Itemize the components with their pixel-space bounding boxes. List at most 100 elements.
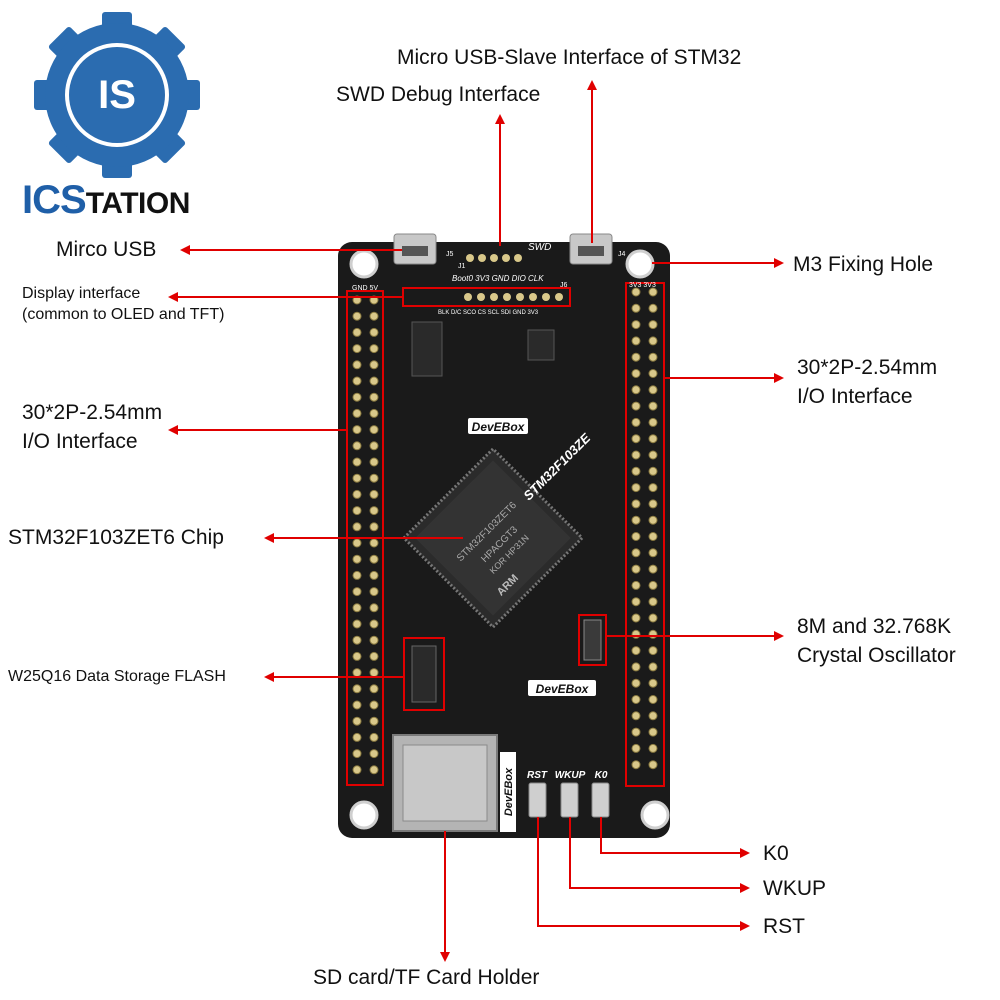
label-wkup: WKUP [763,877,826,900]
header-pin [631,580,641,590]
header-pin [352,360,362,370]
header-pin [369,716,379,726]
header-pin [369,327,379,337]
label-flash: W25Q16 Data Storage FLASH [8,668,226,685]
header-pin [631,646,641,656]
logo-emblem: IS [98,73,136,117]
header-pin [352,651,362,661]
header-pin [631,466,641,476]
header-pin [648,369,658,378]
label-io-left-line2: I/O Interface [22,430,138,453]
header-pin [648,417,658,427]
arrow-rst [537,817,750,931]
io-header-left [352,295,379,775]
header-pin [352,327,362,337]
header-pin [648,401,658,411]
logo-text-tation: TATION [85,187,191,220]
devebox-silk-2: DevEBox [536,682,590,696]
header-pin [631,532,641,541]
header-pin [648,646,658,656]
header-pin [369,749,379,759]
header-pin [631,287,641,297]
header-pin [631,678,641,688]
gnd-5v-silk: GND 5V [352,285,378,292]
header-pin [648,385,658,395]
header-pin [352,408,362,418]
header-pin [648,629,658,639]
label-mirco-usb: Mirco USB [56,238,157,261]
header-pin [369,392,379,402]
header-pin [631,336,641,346]
header-pin [631,711,641,721]
header-pin [631,401,641,411]
header-pin [352,603,362,613]
header-pin [648,711,658,721]
header-pin [352,538,362,548]
j5-silk: J5 [446,251,454,258]
header-pin [648,695,658,704]
header-pin [648,450,658,460]
label-io-left: 30*2P-2.54mm I/O Interface [22,398,162,456]
header-pin [648,580,658,590]
header-pin [369,441,379,451]
logo-text-ics: ICS [22,178,87,222]
header-pin [631,515,641,525]
header-pin [369,587,379,597]
header-pin [352,376,362,386]
header-pin [352,425,362,435]
header-pin [648,499,658,509]
header-pin [369,457,379,467]
header-pin [369,473,379,483]
logo-wordmark: ICSTATION [22,178,190,223]
header-pin [352,457,362,467]
header-pin [369,344,379,354]
header-pin [352,732,362,742]
header-pin [631,352,641,362]
mount-hole-icon [349,249,379,279]
header-pin [369,570,379,580]
header-pin [369,651,379,661]
header-pin [369,311,379,321]
header-pin [631,662,641,672]
header-pin [369,360,379,370]
header-pin [648,597,658,607]
header-pin [352,311,362,321]
callout-arrows [168,80,784,962]
label-crystal-line2: Crystal Oscillator [797,644,956,667]
header-pin [369,425,379,435]
label-crystal: 8M and 32.768K Crystal Oscillator [797,612,956,670]
header-pin [369,684,379,694]
header-pin [648,678,658,688]
header-pin [631,743,641,753]
wkup-button [560,782,579,818]
header-pin [352,489,362,499]
header-pin [648,320,658,330]
header-pin [631,499,641,509]
header-pin [631,483,641,493]
header-pin [631,613,641,623]
header-pin [352,619,362,629]
header-pin [352,570,362,580]
header-pin [369,554,379,564]
label-chip: STM32F103ZET6 Chip [8,526,224,549]
crystal [578,614,607,666]
k0-button [591,782,610,818]
pcb-board: STM32F103ZET6 HPACGT3 KOR HP31N ARM STM3… [338,233,670,838]
swd-silk: SWD [528,242,551,253]
header-pin [648,303,658,313]
label-crystal-line1: 8M and 32.768K [797,615,952,638]
header-pin [648,434,658,444]
k0-silk: K0 [595,770,608,781]
label-m3-hole: M3 Fixing Hole [793,253,934,276]
header-pin [631,564,641,574]
header-pin [648,287,658,297]
label-micro-usb-slave: Micro USB-Slave Interface of STM32 [397,46,742,69]
arrow-k0 [600,817,750,858]
label-k0: K0 [763,842,789,865]
arrow-wkup [569,817,750,893]
header-pin [352,506,362,516]
header-pin [631,548,641,558]
swd-pins-silk: Boot0 3V3 GND DIO CLK [452,274,544,283]
